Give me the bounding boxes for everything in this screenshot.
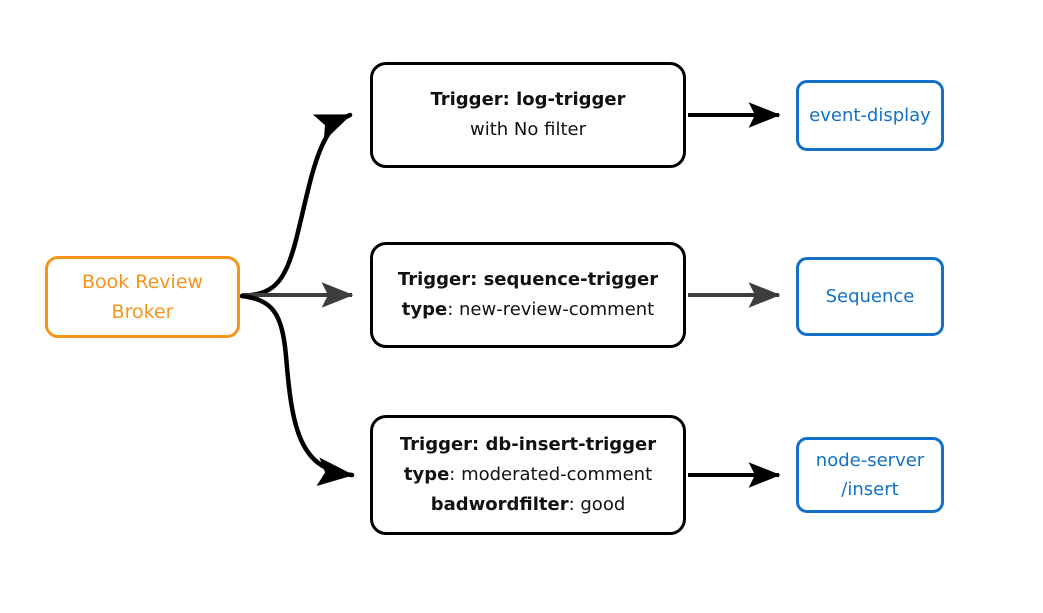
sink-label-line1: node-server — [815, 450, 925, 471]
sink-label-line1: Sequence — [825, 286, 915, 307]
trigger-detail-1: type: new-review-comment — [402, 295, 654, 325]
node-trigger-log-trigger[interactable]: Trigger: log-trigger with No filter — [370, 62, 686, 168]
trigger-detail-1: with No filter — [470, 115, 586, 145]
trigger-detail-1-key: type — [401, 299, 448, 320]
edge-broker-to-log-trigger — [239, 112, 353, 299]
node-trigger-sequence-trigger[interactable]: Trigger: sequence-trigger type: new-revi… — [370, 242, 686, 348]
trigger-detail-1-key: type — [403, 464, 450, 485]
sink-label-line2: /insert — [841, 479, 899, 500]
broker-label-line2: Broker — [111, 301, 174, 323]
node-sink-node-server-insert[interactable]: node-server /insert — [796, 437, 944, 513]
node-trigger-db-insert-trigger[interactable]: Trigger: db-insert-trigger type: moderat… — [370, 415, 686, 535]
trigger-detail-1-value: : moderated-comment — [449, 464, 653, 485]
node-sink-event-display[interactable]: event-display — [796, 80, 944, 151]
trigger-title: Trigger: db-insert-trigger — [399, 434, 657, 455]
trigger-detail-1-value: : new-review-comment — [447, 299, 655, 320]
trigger-detail-2: badwordfilter: good — [431, 490, 626, 520]
node-book-review-broker[interactable]: Book Review Broker — [45, 256, 240, 338]
broker-label-line1: Book Review — [81, 271, 204, 293]
node-sink-sequence[interactable]: Sequence — [796, 257, 944, 336]
trigger-detail-1-value: with No filter — [470, 119, 586, 140]
trigger-detail-1: type: moderated-comment — [404, 460, 652, 490]
sink-label-line1: event-display — [809, 105, 931, 126]
trigger-detail-2-key: badwordfilter — [430, 494, 569, 515]
edge-broker-to-db-insert-trigger — [239, 293, 355, 487]
trigger-title: Trigger: sequence-trigger — [397, 269, 659, 290]
trigger-detail-2-value: : good — [568, 494, 626, 515]
trigger-title: Trigger: log-trigger — [430, 89, 626, 110]
